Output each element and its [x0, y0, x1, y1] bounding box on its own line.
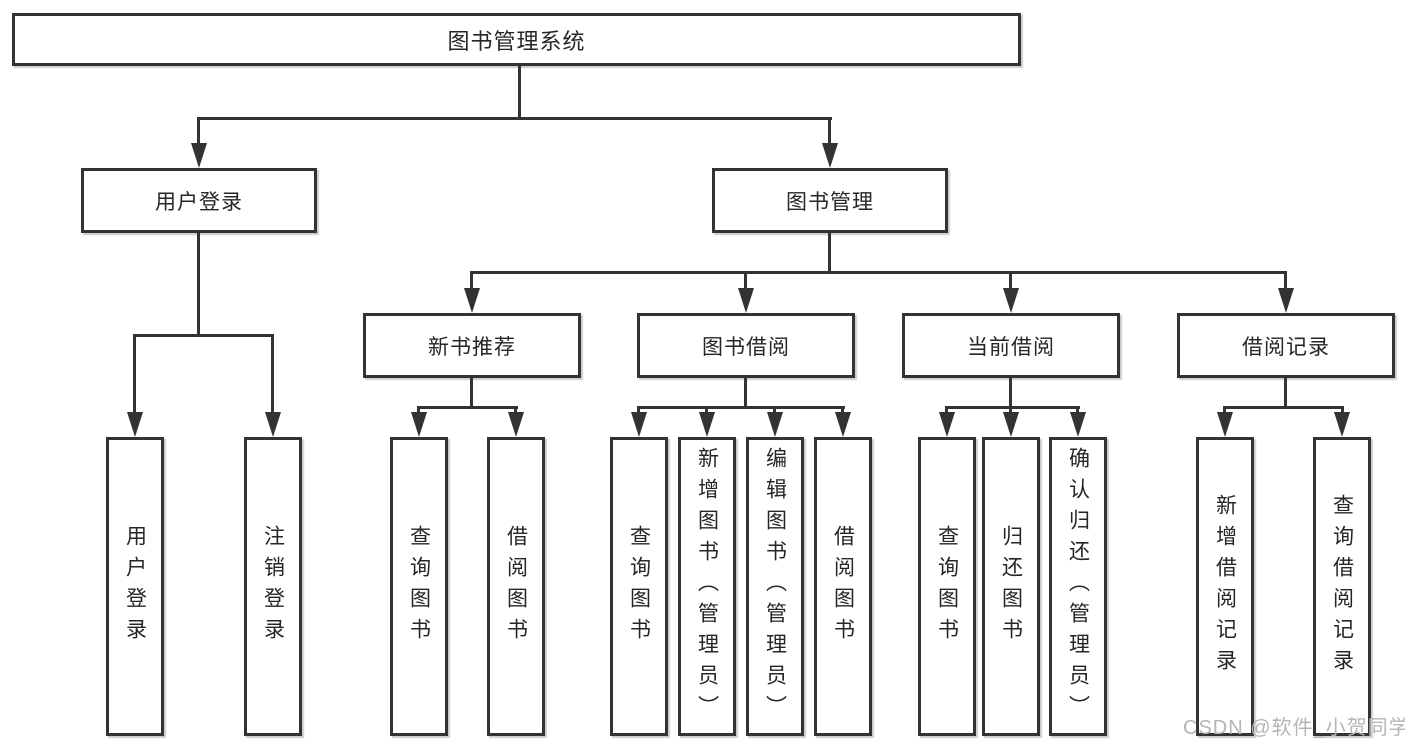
leaf-borrow-add-books-admin: 新增图书（管理员） [678, 437, 736, 736]
node-new-book-recommend: 新书推荐 [363, 313, 581, 378]
arrowhead-down-icon [1003, 288, 1019, 313]
node-book-management: 图书管理 [712, 168, 948, 233]
arrowhead-down-icon [939, 412, 955, 437]
connector-line [637, 406, 845, 409]
connector-line [1076, 408, 1079, 414]
leaf-current-query-books: 查询图书 [918, 437, 976, 736]
leaf-user-login-label: 用户登录 [123, 524, 147, 649]
node-root-library-management-system: 图书管理系统 [12, 13, 1021, 66]
leaf-current-confirm-return-admin-label: 确认归还（管理员） [1066, 447, 1090, 726]
connector-line [1284, 378, 1287, 409]
leaf-borrow-edit-books-admin-label: 编辑图书（管理员） [763, 447, 787, 726]
arrowhead-down-icon [265, 412, 281, 437]
connector-line [1009, 408, 1012, 414]
connector-line [744, 273, 747, 290]
connector-line [1009, 273, 1012, 290]
connector-line [1223, 408, 1226, 414]
csdn-watermark: CSDN @软件_小贺同学 [1183, 717, 1405, 739]
leaf-newbook-query-books: 查询图书 [390, 437, 448, 736]
node-borrowing-records-label: 借阅记录 [1242, 335, 1330, 359]
node-new-book-recommend-label: 新书推荐 [428, 335, 516, 359]
leaf-borrow-borrow-books: 借阅图书 [814, 437, 872, 736]
connector-line [197, 233, 200, 337]
connector-line [1284, 273, 1287, 290]
arrowhead-down-icon [822, 143, 838, 168]
connector-line [744, 378, 747, 409]
arrowhead-down-icon [1278, 288, 1294, 313]
node-user-login: 用户登录 [81, 168, 317, 233]
connector-line [133, 336, 136, 413]
arrowhead-down-icon [464, 288, 480, 313]
leaf-records-add-record: 新增借阅记录 [1196, 437, 1254, 736]
leaf-current-return-books: 归还图书 [982, 437, 1040, 736]
leaf-records-query-record: 查询借阅记录 [1313, 437, 1371, 736]
leaf-newbook-query-books-label: 查询图书 [407, 524, 431, 649]
leaf-borrow-borrow-books-label: 借阅图书 [831, 524, 855, 649]
node-user-login-label: 用户登录 [155, 190, 243, 214]
arrowhead-down-icon [699, 412, 715, 437]
connector-line [197, 119, 200, 145]
arrowhead-down-icon [835, 412, 851, 437]
arrowhead-down-icon [411, 412, 427, 437]
connector-line [271, 336, 274, 413]
leaf-current-return-books-label: 归还图书 [999, 524, 1023, 649]
leaf-logout-label: 注销登录 [261, 524, 285, 649]
connector-line [773, 408, 776, 414]
connector-line [841, 408, 844, 414]
arrowhead-down-icon [1217, 412, 1233, 437]
node-root-label: 图书管理系统 [447, 28, 586, 54]
arrowhead-down-icon [1070, 412, 1086, 437]
connector-line [470, 378, 473, 409]
arrowhead-down-icon [508, 412, 524, 437]
connector-line [945, 408, 948, 414]
node-borrowing-records: 借阅记录 [1177, 313, 1395, 378]
connector-line [514, 408, 517, 414]
leaf-newbook-borrow-books-label: 借阅图书 [504, 524, 528, 649]
leaf-records-add-record-label: 新增借阅记录 [1213, 493, 1237, 680]
arrowhead-down-icon [1334, 412, 1350, 437]
node-book-borrowing-label: 图书借阅 [702, 335, 790, 359]
connector-line [417, 406, 518, 409]
leaf-user-login: 用户登录 [106, 437, 164, 736]
leaf-newbook-borrow-books: 借阅图书 [487, 437, 545, 736]
leaf-borrow-edit-books-admin: 编辑图书（管理员） [746, 437, 804, 736]
connector-line [1223, 406, 1344, 409]
connector-line [1009, 378, 1012, 409]
connector-line [637, 408, 640, 414]
leaf-borrow-query-books-label: 查询图书 [627, 524, 651, 649]
arrowhead-down-icon [191, 143, 207, 168]
node-book-borrowing: 图书借阅 [637, 313, 855, 378]
arrowhead-down-icon [127, 412, 143, 437]
connector-line [1341, 408, 1344, 414]
connector-line [945, 406, 1080, 409]
connector-line [518, 66, 521, 120]
connector-line [470, 273, 473, 290]
leaf-records-query-record-label: 查询借阅记录 [1330, 493, 1354, 680]
node-current-borrowing: 当前借阅 [902, 313, 1120, 378]
connector-line [705, 408, 708, 414]
connector-line [828, 119, 831, 145]
connector-line [828, 233, 831, 274]
connector-line [197, 117, 832, 120]
leaf-borrow-add-books-admin-label: 新增图书（管理员） [695, 447, 719, 726]
leaf-current-confirm-return-admin: 确认归还（管理员） [1049, 437, 1107, 736]
arrowhead-down-icon [1003, 412, 1019, 437]
arrowhead-down-icon [738, 288, 754, 313]
arrowhead-down-icon [631, 412, 647, 437]
leaf-logout: 注销登录 [244, 437, 302, 736]
arrowhead-down-icon [767, 412, 783, 437]
node-book-management-label: 图书管理 [786, 190, 874, 214]
connector-line [417, 408, 420, 414]
leaf-current-query-books-label: 查询图书 [935, 524, 959, 649]
connector-line [470, 271, 1287, 274]
leaf-borrow-query-books: 查询图书 [610, 437, 668, 736]
node-current-borrowing-label: 当前借阅 [967, 335, 1055, 359]
connector-line [133, 334, 274, 337]
